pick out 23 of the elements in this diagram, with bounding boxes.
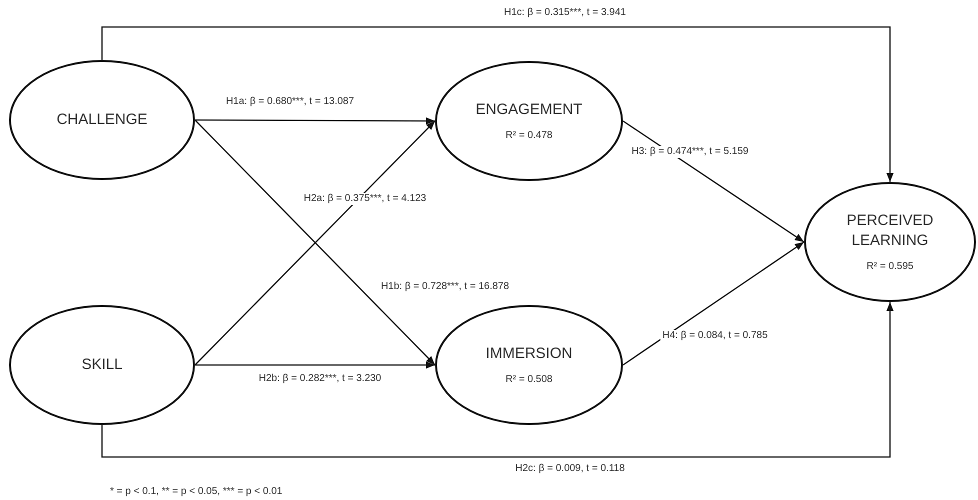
edge-label: H4: β = 0.084, t = 0.785	[660, 330, 770, 342]
r-squared-value: R² = 0.595	[866, 260, 914, 274]
edge-label: H1b: β = 0.728***, t = 16.878	[378, 281, 512, 293]
edge-label: H2a: β = 0.375***, t = 4.123	[302, 193, 428, 205]
construct-name: CHALLENGE	[56, 110, 148, 130]
arrow	[101, 302, 894, 458]
edge-label: H1c: β = 0.315***, t = 3.941	[502, 7, 628, 19]
arrow	[195, 361, 435, 369]
arrow	[622, 241, 804, 366]
arrow	[622, 120, 804, 243]
edge-label: H1a: β = 0.680***, t = 13.087	[224, 96, 356, 108]
r-squared-value: R² = 0.508	[506, 372, 552, 386]
construct-name: ENGAGEMENT	[474, 100, 584, 120]
significance-note: * = p < 0.1, ** = p < 0.05, *** = p < 0.01	[110, 485, 282, 499]
arrow	[195, 117, 435, 125]
r-squared-value: R² = 0.478	[506, 128, 552, 142]
arrow	[101, 26, 894, 182]
edge-label: H3: β = 0.474***, t = 5.159	[630, 146, 750, 158]
edge-label: H2c: β = 0.009, t = 0.118	[513, 463, 627, 475]
construct-name: SKILL	[80, 355, 124, 375]
construct-name: PERCEIVED LEARNING	[846, 210, 934, 250]
construct-name: IMMERSION	[484, 344, 574, 364]
edge-label: H2b: β = 0.282***, t = 3.230	[256, 373, 384, 385]
